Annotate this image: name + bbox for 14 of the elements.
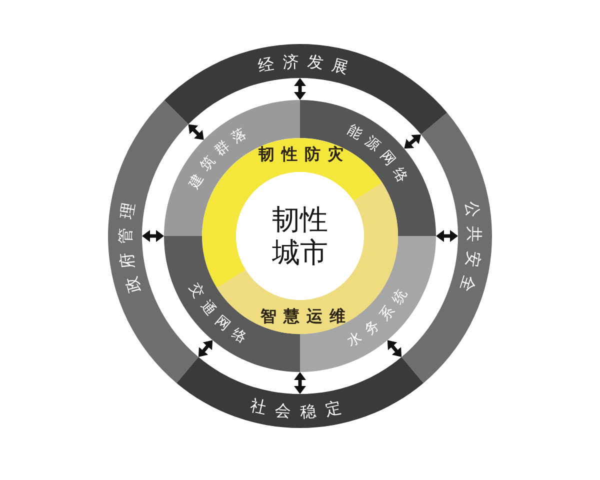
double-arrow — [386, 339, 403, 358]
segment-label: 社会稳定 — [248, 395, 352, 421]
segment-label: 公共安全 — [454, 200, 485, 303]
double-arrow — [294, 372, 306, 394]
double-arrow — [294, 78, 306, 100]
double-arrow — [187, 123, 206, 142]
double-arrow — [197, 339, 214, 358]
double-arrow — [403, 133, 422, 150]
segment-label: 交通网络 — [186, 280, 256, 350]
segment-label: 经济发展 — [256, 51, 360, 80]
segment-label: 建筑群落 — [186, 122, 256, 192]
double-arrow — [142, 230, 164, 242]
double-arrow — [436, 230, 458, 242]
segment-label: 政府管理 — [115, 192, 144, 296]
